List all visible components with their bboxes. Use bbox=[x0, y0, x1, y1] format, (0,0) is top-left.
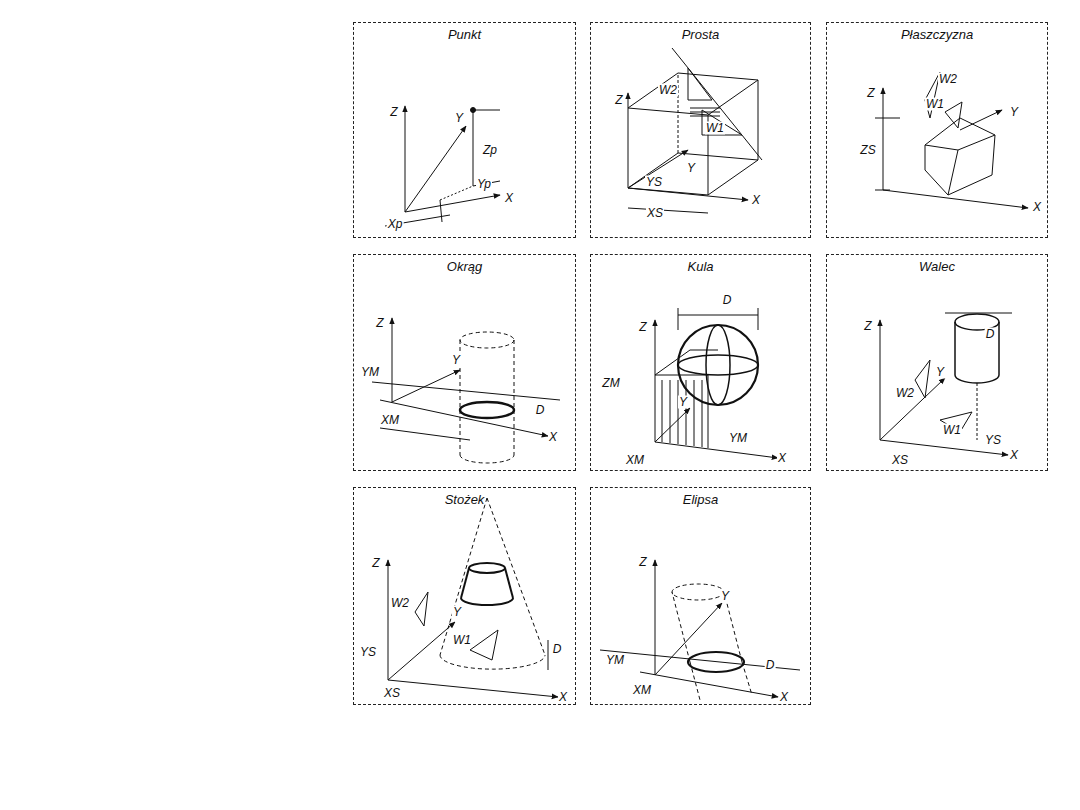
axis-label: Z bbox=[638, 556, 647, 569]
axis-label: W2 bbox=[390, 597, 410, 610]
axis-label: XS bbox=[891, 454, 909, 467]
axis-label: Xp bbox=[387, 218, 404, 231]
axis-label: Z bbox=[638, 321, 647, 334]
axis-label: X bbox=[751, 194, 761, 207]
axis-label: D bbox=[722, 294, 733, 307]
axis-label: W1 bbox=[925, 98, 945, 111]
line-figure bbox=[628, 48, 762, 213]
figure-panel: Stożek bbox=[353, 487, 576, 705]
axis-label: XM bbox=[380, 414, 400, 427]
panel-title: Okrąg bbox=[354, 259, 575, 274]
axis-label: X bbox=[1009, 449, 1019, 462]
axis-label: Z bbox=[614, 94, 623, 107]
figure-panel: Elipsa bbox=[590, 487, 811, 705]
axis-label: X bbox=[548, 431, 558, 444]
axis-label: YM bbox=[360, 366, 380, 379]
figure-panel: Walec bbox=[826, 254, 1048, 471]
sphere-figure bbox=[655, 308, 778, 458]
figure-panel: Kula bbox=[590, 254, 811, 471]
axis-label: D bbox=[552, 643, 563, 656]
figure-panel: Okrąg bbox=[353, 254, 576, 471]
plane-figure bbox=[875, 72, 1028, 208]
axis-label: XM bbox=[625, 454, 645, 467]
axis-label: W1 bbox=[705, 122, 725, 135]
axis-label: Z bbox=[371, 557, 380, 570]
panel-title: Walec bbox=[827, 259, 1047, 274]
axis-label: Yp bbox=[476, 178, 492, 191]
axis-label: X bbox=[558, 691, 568, 704]
axis-label: XS bbox=[646, 207, 664, 220]
axis-label: XM bbox=[632, 684, 652, 697]
axis-label: W2 bbox=[938, 73, 958, 86]
axis-label: YM bbox=[728, 432, 748, 445]
axis-label: Z bbox=[389, 106, 398, 119]
axis-label: YS bbox=[359, 646, 377, 659]
circle-figure bbox=[372, 318, 560, 463]
axis-label: Y bbox=[678, 396, 688, 409]
axis-label: ZS bbox=[859, 144, 876, 157]
axis-label: Z bbox=[375, 317, 384, 330]
axis-label: W2 bbox=[895, 387, 915, 400]
axis-label: W1 bbox=[452, 634, 472, 647]
axis-label: D bbox=[535, 404, 546, 417]
axis-label: YM bbox=[605, 654, 625, 667]
figure-panel: Prosta bbox=[590, 22, 811, 238]
axis-label: Y bbox=[454, 112, 464, 125]
axis-label: YS bbox=[984, 434, 1002, 447]
figure-panel: Płaszczyzna bbox=[826, 22, 1048, 238]
axis-label: X bbox=[504, 192, 514, 205]
ellipse-figure bbox=[600, 560, 800, 700]
panel-title: Płaszczyzna bbox=[827, 27, 1047, 42]
point-figure bbox=[385, 106, 500, 226]
axis-label: XS bbox=[383, 687, 401, 700]
axis-label: Z bbox=[866, 87, 875, 100]
axis-label: D bbox=[765, 659, 776, 672]
panel-title: Prosta bbox=[591, 27, 810, 42]
cone-figure bbox=[388, 498, 558, 697]
panel-title: Elipsa bbox=[591, 492, 810, 507]
axis-label: W1 bbox=[942, 424, 962, 437]
axis-label: Y bbox=[1009, 106, 1019, 119]
axis-label: Zp bbox=[482, 144, 498, 157]
axis-label: Y bbox=[686, 162, 696, 175]
panel-title: Kula bbox=[591, 259, 810, 274]
axis-label: Y bbox=[720, 590, 730, 603]
axis-label: X bbox=[1032, 201, 1042, 214]
panel-title: Stożek bbox=[354, 492, 575, 507]
axis-label: X bbox=[779, 691, 789, 704]
axis-label: Y bbox=[451, 354, 461, 367]
cylinder-figure bbox=[880, 313, 1012, 455]
panel-title: Punkt bbox=[354, 27, 575, 42]
axis-label: X bbox=[777, 452, 787, 465]
axis-label: Y bbox=[935, 366, 945, 379]
axis-label: ZM bbox=[601, 377, 620, 390]
figure-panel: Punkt bbox=[353, 22, 576, 238]
axis-label: Y bbox=[452, 606, 462, 619]
axis-label: YS bbox=[645, 176, 663, 189]
axis-label: D bbox=[985, 328, 996, 341]
axis-label: Z bbox=[863, 320, 872, 333]
axis-label: W2 bbox=[658, 84, 678, 97]
